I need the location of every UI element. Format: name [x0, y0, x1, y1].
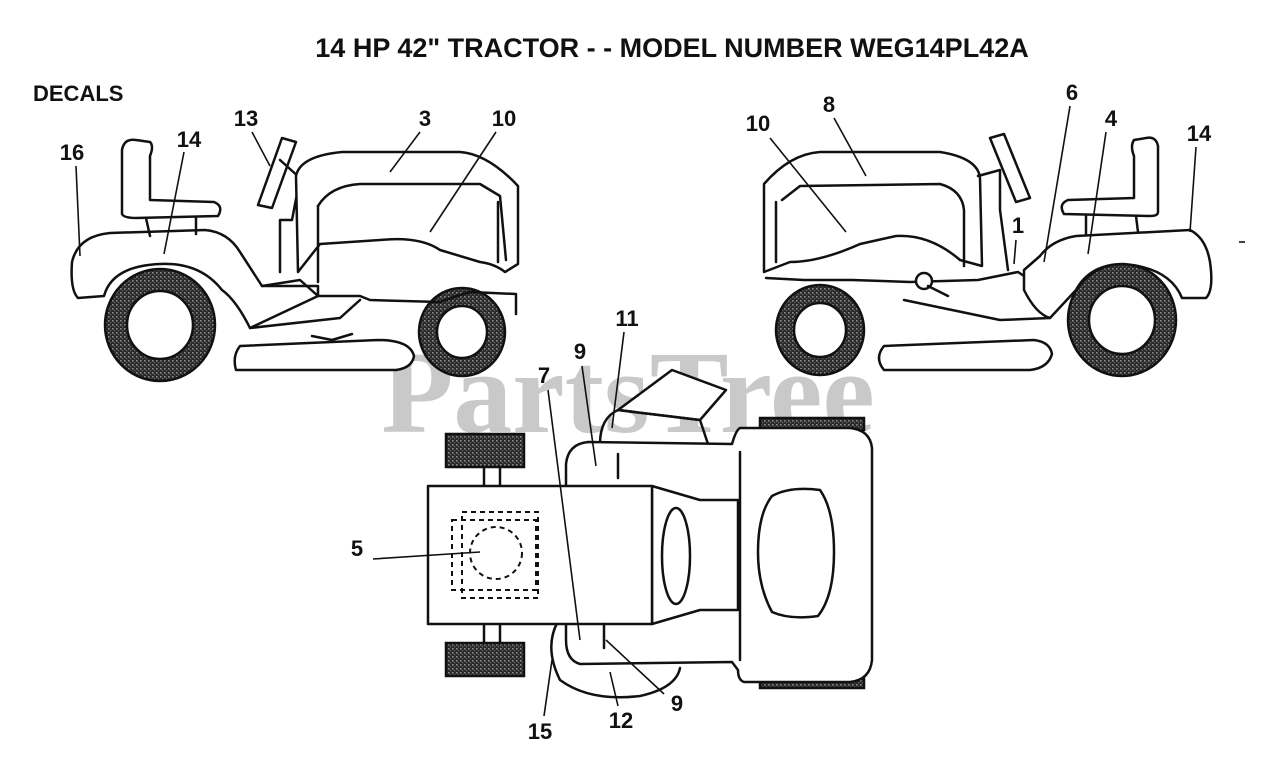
right-side-view: 10 8 6 4 14 1 — [746, 80, 1213, 378]
rear-fender-left — [70, 228, 320, 330]
callout-7: 7 — [538, 363, 550, 388]
callout-8: 8 — [823, 92, 835, 117]
front-tire-top-right — [444, 641, 526, 678]
callout-14-left: 14 — [177, 127, 202, 152]
callout-10-right: 10 — [746, 111, 770, 136]
callout-14-right: 14 — [1187, 121, 1212, 146]
callout-5: 5 — [351, 536, 363, 561]
front-tire-top-left — [444, 432, 526, 469]
callout-3: 3 — [419, 106, 431, 131]
callout-11: 11 — [615, 306, 638, 331]
callout-12: 12 — [609, 708, 633, 733]
callout-16: 16 — [60, 140, 84, 165]
hood-left — [294, 150, 520, 274]
diagram-title: 14 HP 42" TRACTOR - - MODEL NUMBER WEG14… — [315, 33, 1028, 63]
section-label: DECALS — [33, 81, 123, 106]
top-view: 11 9 7 5 15 12 9 — [351, 306, 874, 744]
callout-9-top: 9 — [574, 339, 586, 364]
mower-deck-right — [877, 338, 1054, 372]
left-side-view: 16 14 13 3 10 — [60, 106, 520, 383]
callout-4: 4 — [1105, 106, 1118, 131]
callout-13: 13 — [234, 106, 258, 131]
callout-1: 1 — [1012, 213, 1024, 238]
callout-15: 15 — [528, 719, 552, 744]
callout-9-bottom: 9 — [671, 691, 683, 716]
hood-right — [762, 150, 984, 274]
mower-deck-left — [233, 338, 416, 372]
seat-top — [756, 487, 836, 619]
callout-10-left: 10 — [492, 106, 516, 131]
callout-6: 6 — [1066, 80, 1078, 105]
